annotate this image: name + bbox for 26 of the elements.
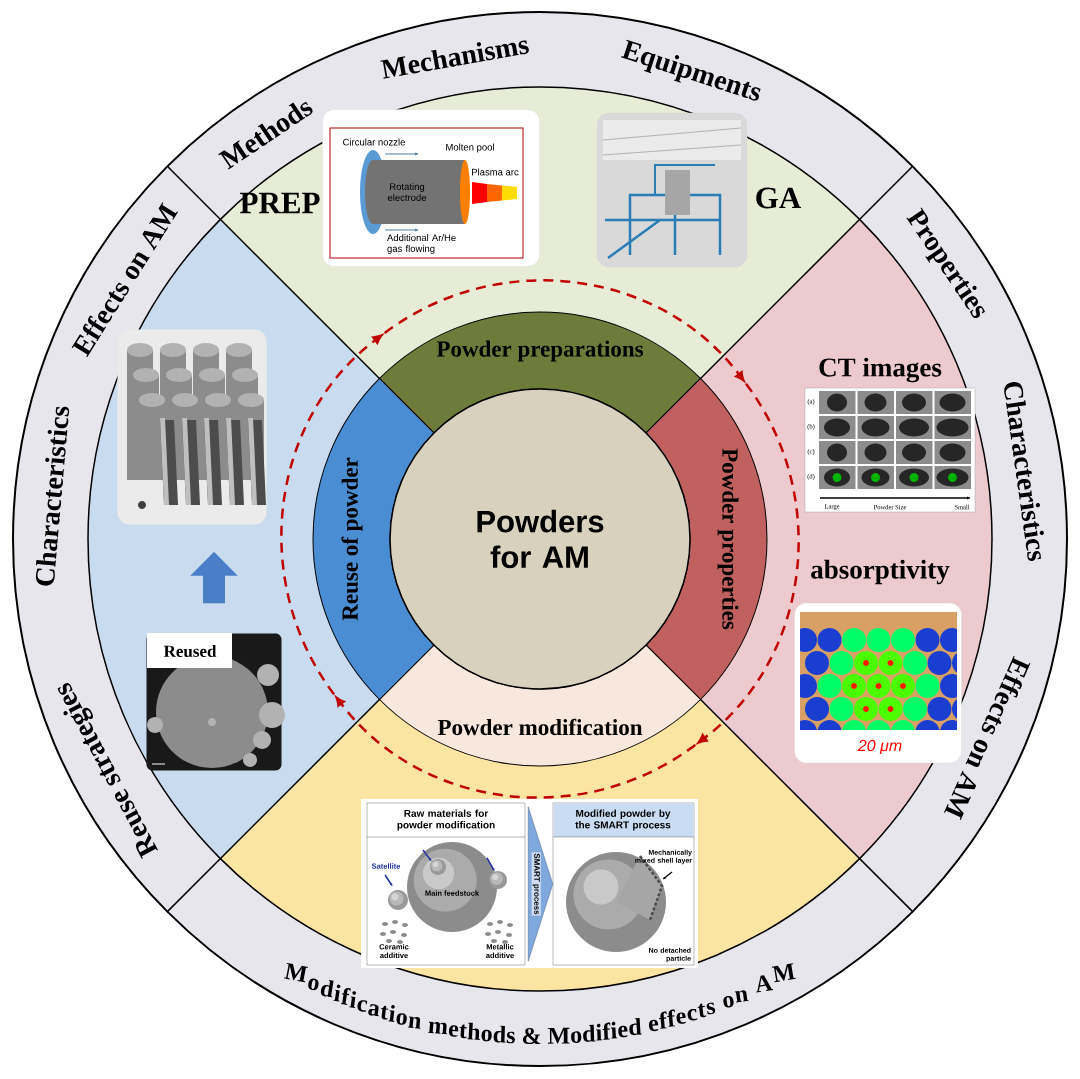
cycle-arrow <box>280 334 383 695</box>
cycle-arrow <box>384 279 745 382</box>
figure-label: Reused <box>163 645 217 657</box>
scale-label: 20 μm <box>857 739 902 755</box>
cycle-arrow <box>697 383 800 744</box>
heading: absorptivity <box>811 559 950 585</box>
diagram-label: Circular nozzle <box>343 138 405 146</box>
diagram-label: Additional Ar/He gas flowing <box>387 234 456 254</box>
ring-label: Mechanisms <box>380 40 529 79</box>
diagram-label: Rotating electrode <box>387 183 427 201</box>
ring-segment: Powder preparations <box>379 311 701 434</box>
panel-heading: Modified powder by the SMART process <box>575 809 671 831</box>
heading: CT images <box>819 357 942 383</box>
cycle-arrow <box>335 696 696 799</box>
ring-label: Characteristics <box>35 406 70 586</box>
diagram-label: Molten pool <box>446 143 494 153</box>
equipment-photo <box>596 112 748 268</box>
side-label: PREP <box>240 192 320 214</box>
ring-segment: Powder properties <box>645 377 768 700</box>
edge-label: SMART process <box>531 852 541 916</box>
ring-label: Characteristics <box>1004 382 1044 562</box>
diagram-label: Plasma arc <box>472 168 519 176</box>
ring-segment: Powder modification <box>379 644 701 767</box>
ring-segment: Reuse of powder <box>312 377 435 700</box>
side-label: GA <box>756 187 802 209</box>
panel-heading: Raw materials for powder modification <box>397 809 495 831</box>
